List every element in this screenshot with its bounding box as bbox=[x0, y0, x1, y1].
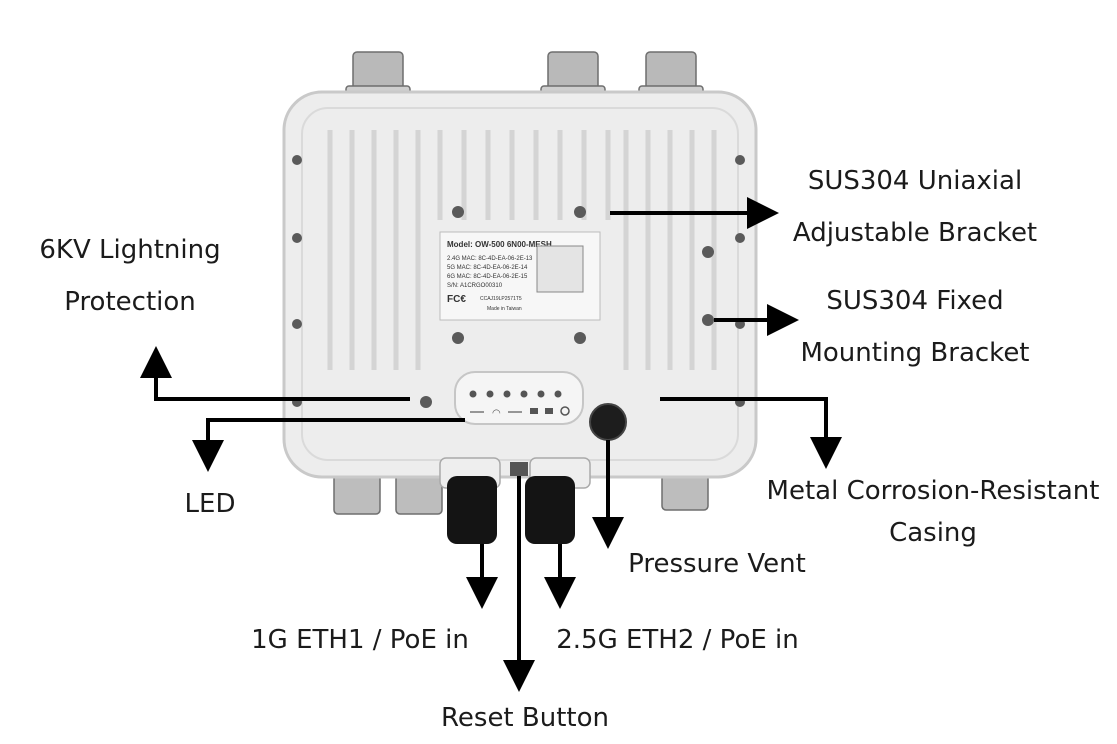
callout-casing-line1: Metal Corrosion-Resistant bbox=[766, 476, 1100, 506]
callout-eth1: 1G ETH1 / PoE in bbox=[235, 614, 485, 666]
led-indicator bbox=[503, 390, 511, 398]
qr-code bbox=[536, 245, 584, 293]
callout-eth1-text: 1G ETH1 / PoE in bbox=[251, 625, 469, 655]
ethernet-icon bbox=[530, 408, 538, 414]
cable-glands bbox=[439, 457, 591, 544]
callout-casing-line2: Casing bbox=[889, 518, 977, 548]
led-indicator bbox=[554, 390, 562, 398]
wifi-icon: ◠ bbox=[492, 408, 501, 419]
led-indicator bbox=[469, 390, 477, 398]
callout-pressure-vent: Pressure Vent bbox=[612, 538, 822, 590]
led-panel: ◠ bbox=[454, 371, 584, 425]
callout-uniaxial-line1: SUS304 Uniaxial bbox=[807, 166, 1023, 196]
label-mac-2: 5G MAC: 8C-4D-EA-06-2E-14 bbox=[447, 265, 528, 271]
callout-reset-text: Reset Button bbox=[441, 703, 609, 733]
ethernet-icon bbox=[545, 408, 553, 414]
arrow-lightning bbox=[140, 346, 410, 401]
callout-casing: Metal Corrosion-Resistant Casing bbox=[752, 470, 1114, 554]
bottom-antenna-connectors bbox=[333, 469, 709, 515]
label-sn: S/N: A1CRGO00310 bbox=[447, 283, 503, 289]
callout-eth2-text: 2.5G ETH2 / PoE in bbox=[556, 625, 799, 655]
callout-fixed-line2: Mounting Bracket bbox=[800, 338, 1030, 368]
led-indicator bbox=[486, 390, 494, 398]
callout-reset: Reset Button bbox=[420, 692, 630, 744]
label-cert: CCAJ19LP2571T5 bbox=[480, 296, 522, 302]
led-indicator bbox=[520, 390, 528, 398]
callout-led-text: LED bbox=[184, 489, 236, 519]
callout-fixed-bracket: SUS304 Fixed Mounting Bracket bbox=[780, 275, 1050, 379]
power-icon bbox=[560, 406, 570, 416]
callout-eth2: 2.5G ETH2 / PoE in bbox=[540, 614, 815, 666]
callout-led: LED bbox=[170, 478, 250, 530]
callout-lightning: 6KV Lightning Protection bbox=[30, 224, 230, 328]
callout-lightning-line2: Protection bbox=[64, 287, 196, 317]
product-label: Model: OW-500 6N00-MESH 2.4G MAC: 8C-4D-… bbox=[439, 231, 601, 321]
label-model: Model: OW-500 6N00-MESH bbox=[447, 240, 552, 249]
callout-pressure-vent-text: Pressure Vent bbox=[628, 549, 806, 579]
casing-screws bbox=[292, 155, 745, 408]
label-mac-1: 2.4G MAC: 8C-4D-EA-06-2E-13 bbox=[447, 256, 533, 262]
callout-uniaxial-bracket: SUS304 Uniaxial Adjustable Bracket bbox=[775, 155, 1055, 259]
callout-uniaxial-line2: Adjustable Bracket bbox=[792, 218, 1038, 248]
pressure-vent bbox=[589, 403, 627, 441]
cooling-fins bbox=[327, 130, 717, 370]
callout-fixed-line1: SUS304 Fixed bbox=[826, 286, 1004, 316]
arrow-casing bbox=[660, 397, 842, 469]
callout-lightning-line1: 6KV Lightning bbox=[39, 235, 221, 265]
label-origin: Made in Taiwan bbox=[487, 306, 522, 312]
led-indicator bbox=[537, 390, 545, 398]
label-fcc: FC€ bbox=[447, 294, 466, 305]
label-mac-3: 6G MAC: 8C-4D-EA-06-2E-15 bbox=[447, 274, 528, 280]
arrow-led bbox=[192, 418, 465, 472]
